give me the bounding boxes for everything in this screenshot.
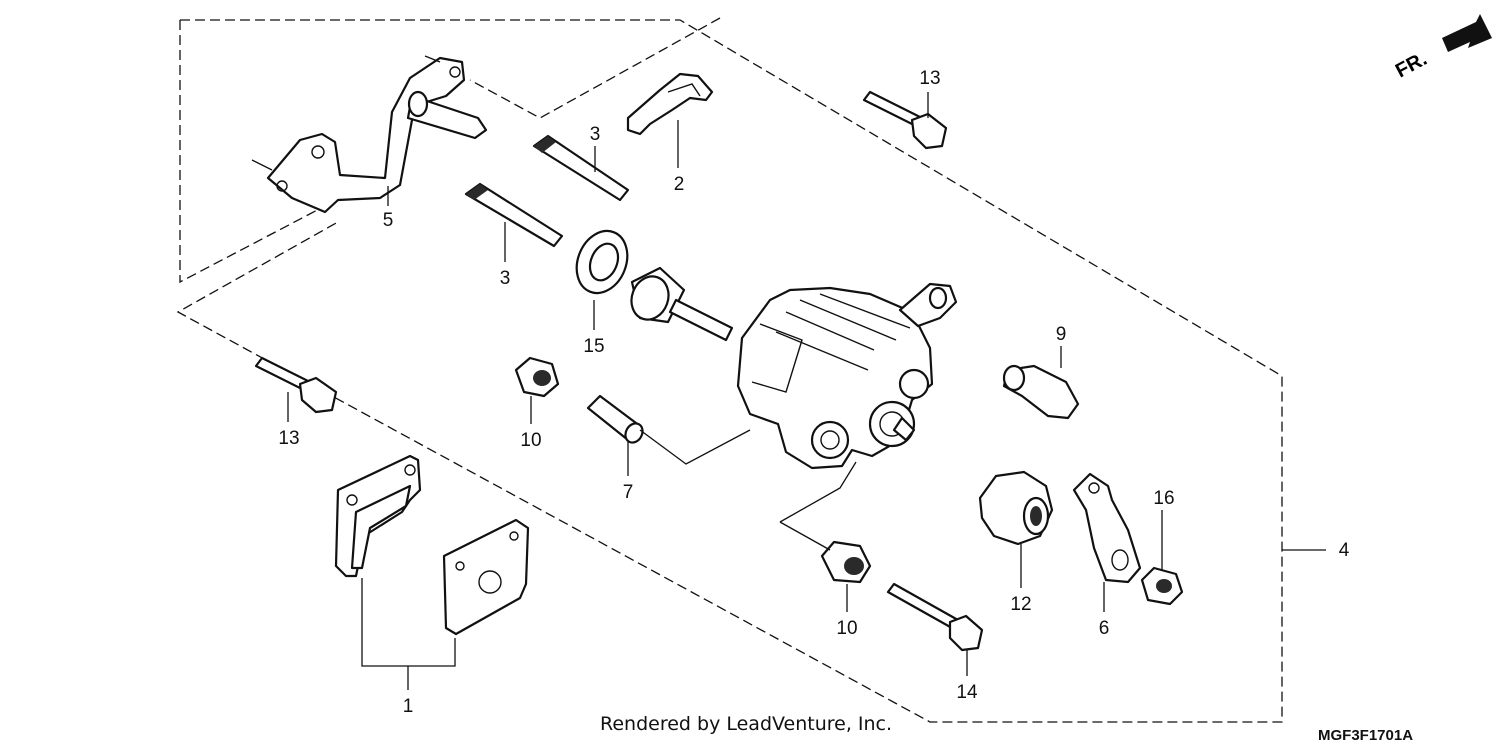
pad-spring-part [626, 72, 714, 136]
callout-3-lower: 3 [500, 268, 511, 289]
assembly-boundary-inner [469, 17, 721, 119]
front-direction-label: FR. [1392, 48, 1431, 83]
caliper-pin-lower-part [464, 182, 564, 248]
callout-16: 16 [1153, 488, 1174, 509]
piston-part [630, 266, 734, 342]
bushing-lower-part [820, 540, 872, 584]
callout-2: 2 [674, 174, 685, 195]
caliper-bracket-part [251, 55, 488, 214]
callout-6: 6 [1099, 618, 1110, 639]
caliper-pin-upper-part [532, 134, 630, 202]
callout-9: 9 [1056, 324, 1067, 345]
flange-bolt-lower-part [254, 356, 338, 414]
leader-1 [361, 578, 456, 667]
assembly-boundary-left [179, 20, 326, 284]
piston-seal-part [575, 229, 629, 295]
brake-pad-set-part [334, 454, 530, 636]
slide-sleeve-part [586, 394, 644, 444]
callout-3-upper: 3 [590, 124, 601, 145]
flange-nut-part [1140, 566, 1184, 606]
callout-7: 7 [623, 482, 634, 503]
bushing-upper-part [514, 356, 560, 398]
callout-1: 1 [403, 696, 414, 717]
callout-15: 15 [583, 336, 604, 357]
hose-stay-part [1072, 472, 1142, 584]
callout-10-upper: 10 [520, 430, 541, 451]
diagram-code: MGF3F1701A [1318, 727, 1413, 744]
callout-14: 14 [956, 682, 978, 703]
callout-4: 4 [1339, 540, 1350, 561]
bleeder-cap-part [1002, 364, 1080, 420]
rubber-boot-part [978, 470, 1054, 546]
callout-13-lower: 13 [278, 428, 299, 449]
caliper-body-part [736, 282, 958, 470]
assembly-boundary-outline [176, 19, 1283, 723]
flange-bolt-long-part [886, 582, 984, 652]
flange-bolt-upper-part [862, 90, 948, 150]
callout-12: 12 [1010, 594, 1031, 615]
callout-13-upper: 13 [919, 68, 940, 89]
callout-5: 5 [383, 210, 394, 231]
render-credit: Rendered by LeadVenture, Inc. [600, 713, 892, 735]
front-direction-icon: FR. [1392, 14, 1492, 82]
callout-10-lower: 10 [836, 618, 857, 639]
